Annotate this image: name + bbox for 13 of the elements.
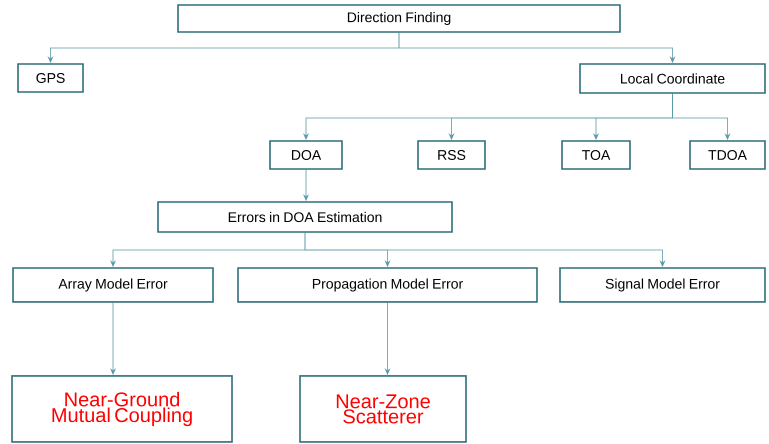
process-box: Array Model Error xyxy=(12,267,214,303)
process-box: Propagation Model Error xyxy=(237,267,538,303)
process-box: Errors in DOA Estimation xyxy=(157,201,453,233)
process-box: TOA xyxy=(561,140,631,170)
process-box: Near-Ground Mutual Coupling xyxy=(11,375,233,443)
process-box: TDOA xyxy=(689,140,766,170)
process-box: Near-Zone Scatterer xyxy=(299,375,467,443)
process-box: Direction Finding xyxy=(177,4,621,33)
process-box: DOA xyxy=(269,140,343,170)
process-box: GPS xyxy=(17,63,84,93)
process-box: Local Coordinate xyxy=(579,63,766,94)
process-box: RSS xyxy=(417,140,486,170)
process-box: Signal Model Error xyxy=(559,267,766,303)
